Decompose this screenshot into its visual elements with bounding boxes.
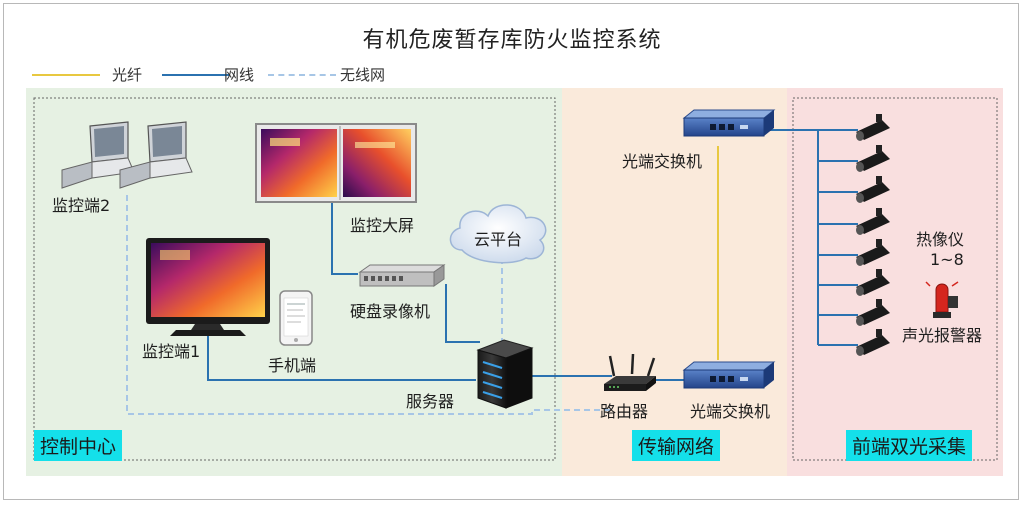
switch-device-bottom [682, 361, 776, 389]
camera-title-label: 热像仪 [916, 230, 965, 249]
zone-front-end [787, 88, 1003, 476]
alarm-label: 声光报警器 [902, 326, 983, 345]
laptop-icon [119, 121, 193, 189]
nvr-label: 硬盘录像机 [350, 302, 431, 321]
zone-label-transmission: 传输网络 [632, 430, 721, 461]
thermal-camera-icon [856, 145, 890, 172]
front-end-border [792, 97, 998, 461]
legend-wireless-label: 无线网 [340, 66, 386, 84]
legend-cable-line [162, 74, 230, 76]
thermal-camera-icon [856, 269, 890, 296]
cloud-platform [449, 204, 547, 264]
phone-label: 手机端 [268, 356, 317, 375]
thermal-camera-icon [856, 114, 890, 141]
thermal-camera-icon [856, 299, 890, 326]
phone-device [279, 290, 313, 346]
alarm-siren-icon [925, 281, 959, 318]
switch-device-top [682, 109, 776, 137]
thermal-camera-icon [856, 176, 890, 203]
cable-nvr-server [445, 284, 480, 343]
thermal-camera-icon [856, 239, 890, 266]
control-center-border [33, 97, 556, 461]
monitor-1-label: 监控端1 [142, 342, 201, 361]
diagram-frame [3, 3, 1019, 500]
monitor-2-label: 监控端2 [52, 196, 111, 215]
zone-label-control-center: 控制中心 [34, 430, 123, 461]
cloud-label: 云平台 [474, 230, 523, 249]
legend-cable-label: 网线 [224, 66, 255, 84]
switch-top-label: 光端交换机 [622, 152, 703, 171]
nvr-device [358, 264, 446, 287]
big-screen-label: 监控大屏 [350, 216, 415, 235]
server-rack [476, 339, 534, 409]
monitor-display [146, 238, 270, 336]
legend-fiber-line [32, 74, 100, 76]
router-label: 路由器 [600, 402, 649, 421]
diagram-title: 有机危废暂存库防火监控系统 [362, 28, 662, 53]
cable-monitor1-server [207, 336, 476, 381]
router-device [604, 353, 656, 391]
camera-bus-branches [818, 129, 858, 346]
server-label: 服务器 [406, 392, 455, 411]
wireless-link-monitor2 [126, 195, 612, 415]
switch-bottom-label: 光端交换机 [690, 402, 771, 421]
legend-wireless-line [268, 74, 336, 76]
legend-fiber-label: 光纤 [112, 66, 143, 84]
thermal-camera-icon [856, 208, 890, 235]
zone-label-front-end: 前端双光采集 [846, 430, 973, 461]
big-screen-display [255, 123, 417, 203]
cable-screen-nvr [331, 200, 358, 275]
zone-transmission [562, 88, 787, 476]
thermal-camera-icon [856, 329, 890, 356]
camera-range-label: 1~8 [930, 250, 964, 269]
